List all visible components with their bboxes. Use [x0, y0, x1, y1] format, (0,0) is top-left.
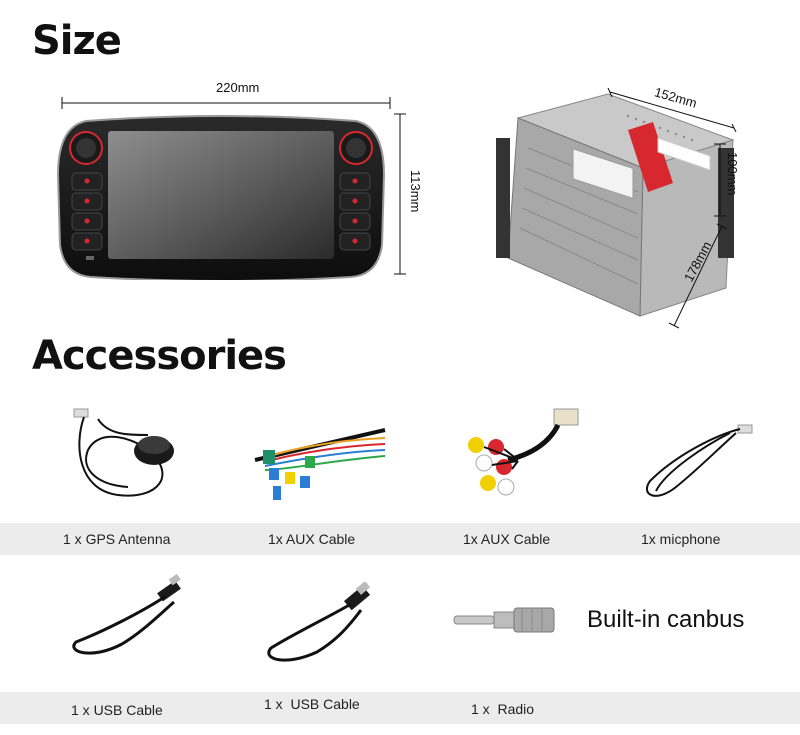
accessory-label-band: [0, 523, 800, 555]
accessory-label: 1 x USB Cable: [71, 702, 163, 718]
accessory-label: 1x AUX Cable: [463, 531, 551, 547]
microphone-icon: [636, 415, 756, 510]
height-dimension-line: [394, 113, 406, 275]
height-label: 113mm: [408, 170, 423, 213]
head-unit-front-image: [56, 115, 386, 282]
rear-length-dimension-line: [668, 223, 728, 329]
depth-dimension-line: [607, 88, 737, 132]
head-unit-chassis-image: [478, 88, 748, 320]
rear-height-label: 100mm: [725, 152, 740, 196]
canbus-feature-label: Built-in canbus: [587, 606, 745, 633]
accessory-label: 1 x USB Cable: [264, 696, 360, 712]
usb-cable-icon: [257, 581, 377, 677]
width-dimension-line: [61, 97, 391, 109]
accessory-label-band: [0, 692, 800, 724]
rca-cable-icon: [458, 405, 588, 510]
accessory-label: 1x AUX Cable: [268, 531, 356, 547]
wiring-harness-icon: [245, 410, 395, 515]
size-heading: Size: [32, 18, 122, 64]
usb-cable-icon: [62, 572, 192, 667]
accessory-label: 1 x Radio: [471, 701, 535, 717]
rear-height-dimension-line: [714, 143, 726, 217]
gps-antenna-icon: [68, 405, 188, 510]
accessories-heading: Accessories: [32, 333, 287, 379]
accessory-label: 1 x GPS Antenna: [63, 531, 171, 547]
width-label: 220mm: [216, 80, 260, 95]
radio-adapter-icon: [452, 600, 562, 645]
accessory-label: 1x micphone: [641, 531, 721, 547]
